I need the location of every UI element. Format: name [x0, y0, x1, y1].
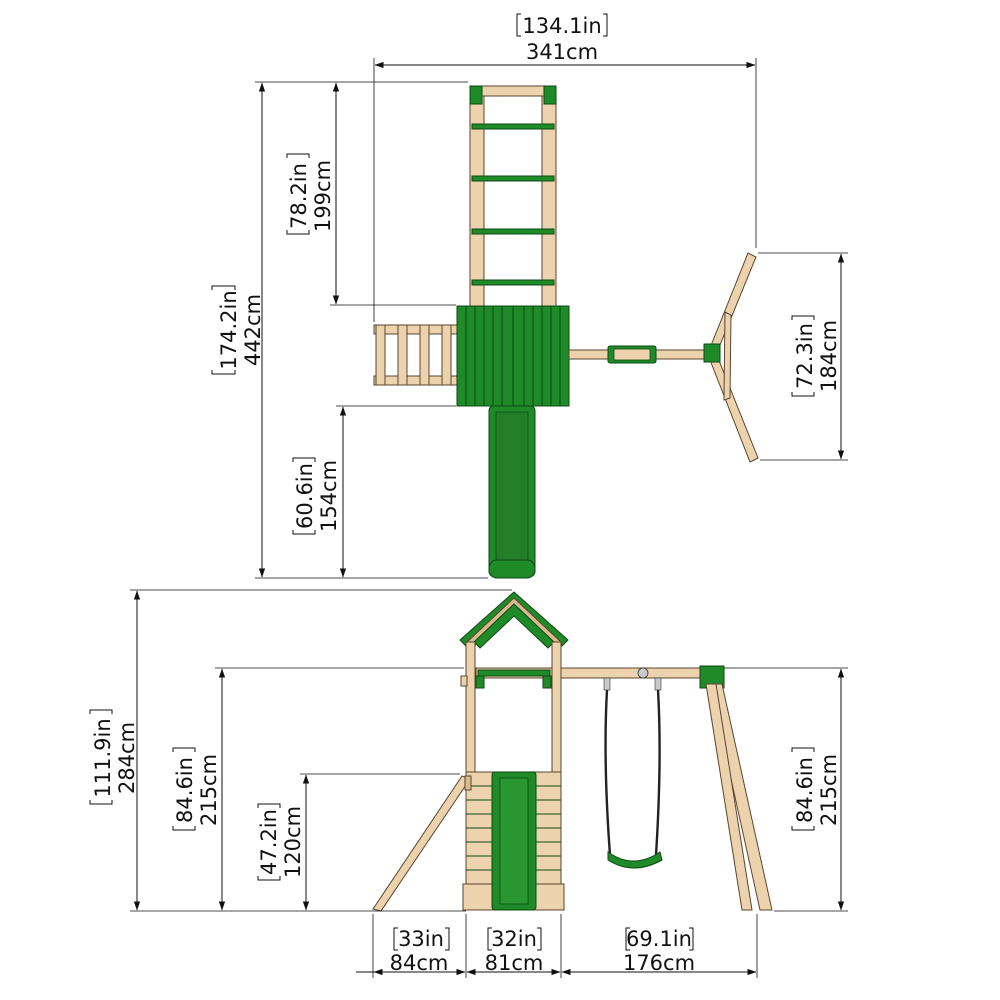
tower-height-inches: 84.6in — [173, 757, 197, 823]
overall-length-cm: 442cm — [241, 294, 265, 366]
platform-height-cm: 120cm — [281, 806, 305, 878]
dim-ladder-length: 78.2in 199cm — [286, 82, 456, 306]
side-swing — [603, 677, 663, 869]
swing-frame-width-cm: 184cm — [817, 320, 841, 392]
ladder-depth-cm: 84cm — [390, 951, 449, 975]
dim-overall-length: 174.2in 442cm — [211, 81, 488, 579]
top-swing-beam — [568, 252, 759, 463]
side-swing-beam — [560, 665, 773, 911]
side-ladder — [372, 775, 472, 912]
swing-frame-width-inches: 72.3in — [793, 323, 817, 389]
swing-height-cm: 215cm — [817, 754, 841, 826]
total-height-inches: 111.9in — [91, 718, 115, 797]
dim-swing-height: 84.6in 215cm — [724, 667, 848, 912]
ladder-depth-inches: 33in — [398, 927, 444, 951]
top-side-ladder — [373, 324, 459, 386]
dim-total-height: 111.9in 284cm — [89, 589, 512, 912]
dim-platform-height: 47.2in 120cm — [257, 773, 460, 911]
dim-tower-height: 84.6in 215cm — [172, 667, 464, 911]
side-roof — [459, 591, 569, 651]
slide-length-cm: 154cm — [317, 460, 341, 532]
overall-width-cm: 341cm — [526, 40, 598, 64]
swing-depth-cm: 176cm — [623, 951, 695, 975]
tower-height-cm: 215cm — [197, 754, 221, 826]
swing-depth-inches: 69.1in — [626, 927, 692, 951]
total-height-cm: 284cm — [115, 722, 139, 794]
overall-length-inches: 174.2in — [217, 290, 241, 369]
side-slide — [491, 771, 537, 911]
top-view: 134.1in 341cm 174.2in 442cm 78.2in — [211, 13, 848, 579]
swing-height-inches: 84.6in — [793, 757, 817, 823]
slide-length-inches: 60.6in — [293, 463, 317, 529]
tower-width-inches: 32in — [491, 927, 537, 951]
top-roof — [456, 305, 570, 407]
ladder-length-inches: 78.2in — [287, 163, 311, 229]
dim-bottom-widths: 33in 84cm 32in 81cm 69.1in 176cm — [356, 914, 758, 978]
platform-height-inches: 47.2in — [257, 809, 281, 875]
dim-overall-width: 134.1in 341cm — [373, 13, 757, 322]
side-view: 111.9in 284cm 84.6in 215cm — [89, 589, 848, 978]
overall-width-inches: 134.1in — [522, 14, 601, 38]
ladder-length-cm: 199cm — [311, 160, 335, 232]
dim-slide-length: 60.6in 154cm — [292, 405, 456, 578]
tower-width-cm: 81cm — [485, 951, 544, 975]
top-slide — [488, 404, 536, 579]
dim-swing-frame-width: 72.3in 184cm — [758, 252, 848, 461]
top-climbing-ladder — [469, 85, 557, 307]
